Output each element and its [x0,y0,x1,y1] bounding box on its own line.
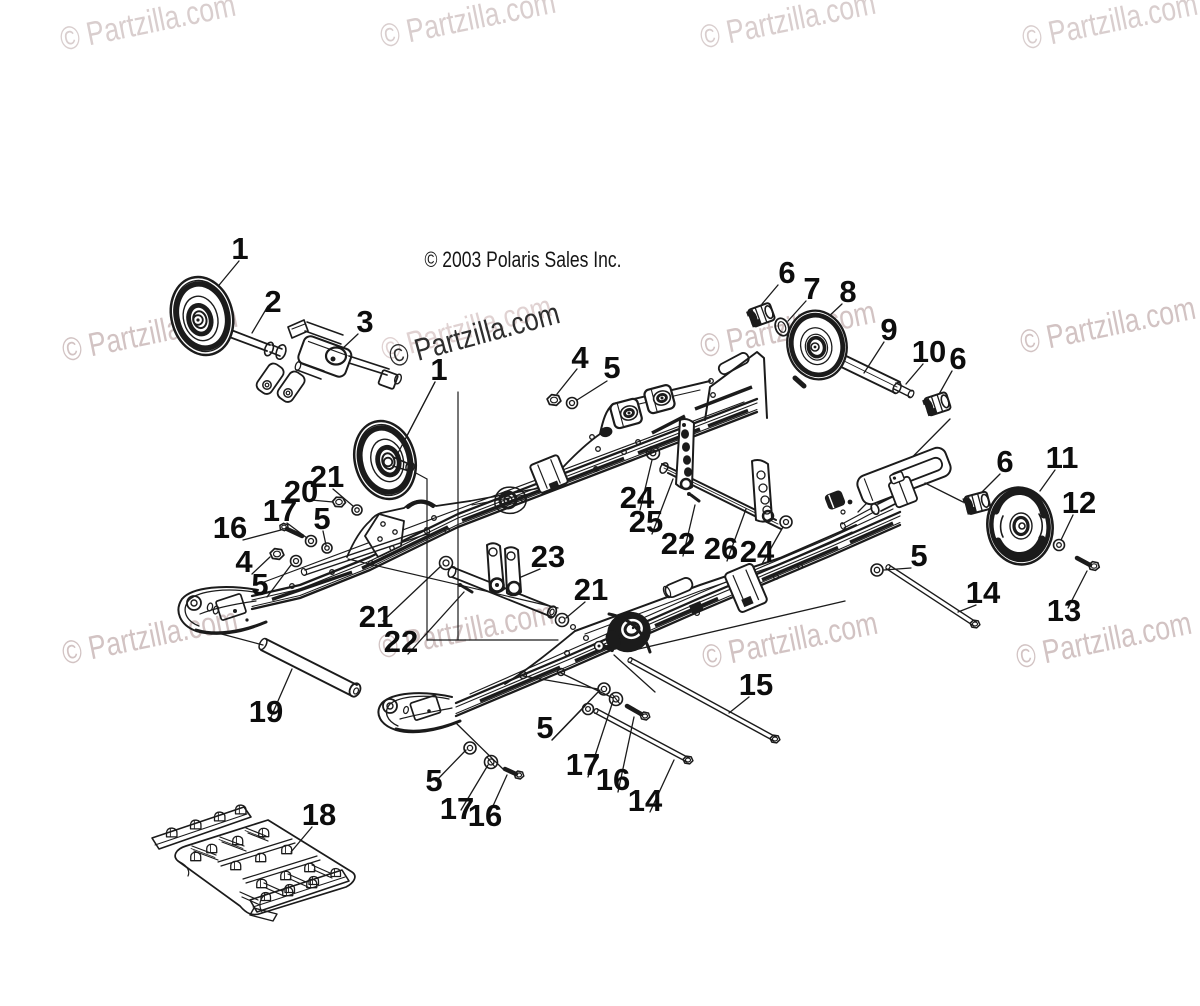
svg-text:19: 19 [249,694,283,729]
svg-text:17: 17 [263,493,297,528]
svg-text:11: 11 [1046,440,1079,475]
svg-text:14: 14 [966,575,1001,610]
svg-text:13: 13 [1047,593,1081,628]
svg-text:6: 6 [996,444,1013,479]
svg-text:15: 15 [739,667,773,702]
svg-text:12: 12 [1062,485,1096,520]
svg-text:1: 1 [231,231,248,266]
svg-text:8: 8 [839,274,856,309]
svg-text:16: 16 [468,798,502,833]
svg-text:5: 5 [536,710,553,745]
svg-text:10: 10 [912,334,946,369]
svg-text:14: 14 [628,783,663,818]
svg-text:4: 4 [571,340,589,375]
svg-text:6: 6 [949,341,966,376]
svg-text:20: 20 [284,474,318,509]
svg-text:5: 5 [603,350,620,385]
svg-text:© 2003 Polaris Sales Inc.: © 2003 Polaris Sales Inc. [425,247,622,272]
svg-text:16: 16 [213,510,247,545]
svg-text:25: 25 [629,504,663,539]
svg-text:23: 23 [531,539,565,574]
svg-text:24: 24 [620,480,655,515]
svg-text:3: 3 [356,304,373,339]
svg-text:26: 26 [704,531,738,566]
svg-text:21: 21 [359,599,393,634]
svg-text:22: 22 [384,624,418,659]
svg-text:16: 16 [596,762,630,797]
svg-text:1: 1 [430,352,447,387]
svg-text:2: 2 [264,284,281,319]
svg-text:4: 4 [235,544,253,579]
svg-text:5: 5 [251,567,268,602]
svg-text:5: 5 [425,763,442,798]
svg-text:5: 5 [313,501,330,536]
svg-text:22: 22 [661,526,695,561]
svg-text:21: 21 [574,572,608,607]
svg-text:21: 21 [310,459,344,494]
svg-text:18: 18 [302,797,336,832]
svg-text:24: 24 [740,534,775,569]
svg-text:17: 17 [440,791,474,826]
svg-text:17: 17 [566,747,600,782]
svg-text:6: 6 [778,255,795,290]
svg-text:5: 5 [910,538,927,573]
svg-text:7: 7 [803,271,820,306]
svg-text:9: 9 [880,312,897,347]
